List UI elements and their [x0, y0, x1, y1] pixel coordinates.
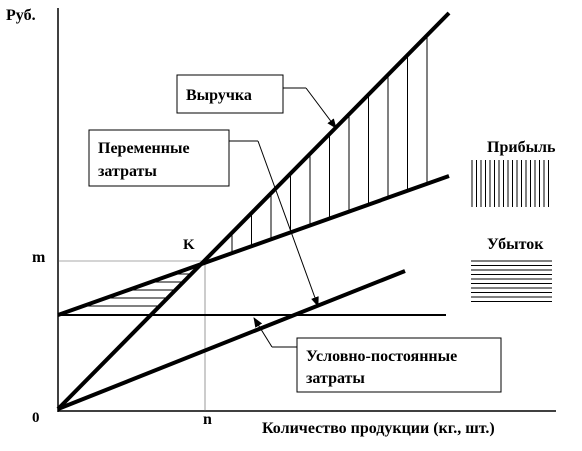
- variable-costs-callout-arrow-tip: [257, 140, 319, 307]
- variable-costs-callout-label-2: затраты: [98, 163, 157, 180]
- loss-legend-label: Убыток: [487, 236, 544, 253]
- revenue-callout-label: Выручка: [186, 87, 252, 104]
- variable-costs-line: [57, 269, 406, 411]
- n-label: n: [203, 411, 212, 428]
- loss-hatch-area: [83, 265, 200, 307]
- variable-costs-callout-box: [88, 129, 230, 187]
- fixed-costs-callout-label-2: затраты: [306, 370, 365, 387]
- profit-legend-label: Прибыль: [487, 139, 556, 156]
- y-axis-label: Руб.: [6, 7, 36, 24]
- total-costs-line: [57, 174, 450, 317]
- origin-label: 0: [32, 410, 40, 426]
- x-axis-label: Количество продукции (кг., шт.): [262, 420, 495, 437]
- m-label: m: [32, 249, 46, 266]
- fixed-costs-callout-arrow-tip: [253, 317, 273, 348]
- profit-legend-swatch: [471, 160, 549, 207]
- revenue-line: [56, 11, 451, 411]
- loss-legend-swatch: [471, 260, 552, 302]
- k-label: K: [183, 237, 195, 253]
- fixed-costs-callout-label-1: Условно-постоянные: [306, 348, 457, 365]
- revenue-callout-arrow-tip: [305, 87, 337, 129]
- revenue-callout-box: [176, 74, 284, 114]
- variable-costs-callout-label-1: Переменные: [98, 140, 190, 157]
- fixed-costs-callout-box: [296, 337, 502, 393]
- profit-hatch-area: [231, 35, 428, 254]
